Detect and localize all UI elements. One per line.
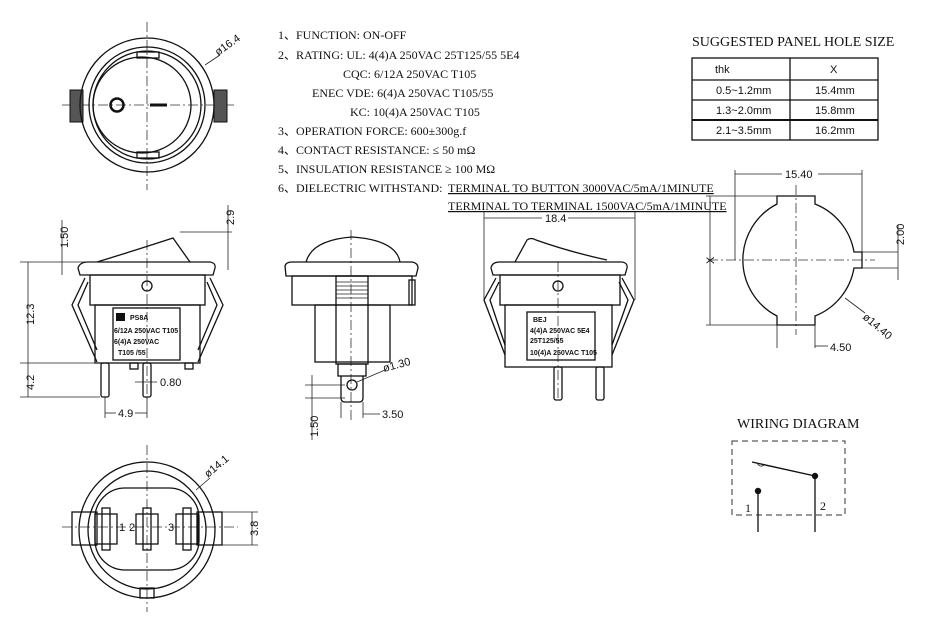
table-cell: 15.4mm — [815, 85, 855, 97]
front-dim-rocker: 2.9 — [225, 210, 237, 225]
rear-label-line3: 10(4)A 250VAC T105 — [530, 350, 597, 357]
rear-view: 18.4 BEJ 4(4)A 250VAC 5E4 25T125/55 10(4… — [483, 212, 636, 401]
bottom-view: 1 2 3 ø14.1 3.8 — [62, 445, 261, 612]
side-view: ø1.30 3.50 1.50 — [284, 230, 419, 440]
wiring-terminal-1: 1 — [745, 501, 751, 515]
spec-dielectric-label: 6、DIELECTRIC WITHSTAND: — [278, 181, 442, 195]
panel-hole-view: 15.40 X 2.00 ø14.40 4.50 — [705, 169, 907, 354]
front-label-line3: T105 /55 — [118, 350, 146, 357]
table-header-x: X — [830, 64, 838, 76]
hole-dim-notch-width: 4.50 — [830, 342, 851, 354]
front-label-brand: PS8A — [130, 315, 148, 322]
spec-dielectric-1: TERMINAL TO BUTTON 3000VAC/5mA/1MINUTE — [448, 181, 714, 195]
side-dim-terminal: 3.50 — [382, 409, 403, 421]
table-cell: 16.2mm — [815, 125, 855, 137]
table-cell: 15.8mm — [815, 105, 855, 117]
hole-dim-notch: 2.00 — [895, 224, 907, 245]
table-cell: 1.3~2.0mm — [716, 105, 771, 117]
wiring-title: WIRING DIAGRAM — [737, 417, 860, 432]
spec-rating-ul: 2、RATING: UL: 4(4)A 250VAC 25T125/55 5E4 — [278, 48, 519, 62]
spec-rating-kc: KC: 10(4)A 250VAC T105 — [350, 105, 480, 119]
specifications: 1、FUNCTION: ON-OFF 2、RATING: UL: 4(4)A 2… — [278, 28, 727, 213]
hole-dim-width: 15.40 — [785, 169, 813, 181]
rear-dim-width: 18.4 — [545, 213, 566, 225]
front-dim-height: 12.3 — [25, 304, 37, 325]
front-view: PS8A 6/12A 250VAC T105 6(4)A 250VAC T105… — [20, 205, 237, 420]
front-dim-pin-width: 0.80 — [160, 377, 181, 389]
rear-label-brand: BEJ — [533, 317, 547, 324]
terminal-label-2: 2 — [129, 522, 135, 534]
panel-hole-table: SUGGESTED PANEL HOLE SIZE thk X 0.5~1.2m… — [691, 35, 894, 141]
side-dim-offset: 1.50 — [309, 416, 321, 437]
wiring-diagram: WIRING DIAGRAM 1 2 — [731, 417, 860, 532]
rear-label-line1: 4(4)A 250VAC 5E4 — [530, 328, 590, 335]
wiring-terminal-2: 2 — [820, 499, 826, 513]
hole-dim-diameter: ø14.40 — [860, 311, 894, 342]
top-view: ø16.4 — [62, 22, 243, 190]
table-cell: 2.1~3.5mm — [716, 125, 771, 137]
front-label-logo-icon — [116, 313, 125, 321]
front-dim-pitch: 4.9 — [118, 408, 133, 420]
bottom-dim-diameter: ø14.1 — [202, 453, 231, 480]
bottom-dim-tab: 3.8 — [249, 521, 261, 536]
spec-dielectric-2: TERMINAL TO TERMINAL 1500VAC/5mA/1MINUTE — [448, 199, 727, 213]
hole-dim-x: X — [705, 256, 717, 264]
spec-operation-force: 3、OPERATION FORCE: 600±300g.f — [278, 124, 466, 138]
table-header-thk: thk — [715, 64, 730, 76]
front-label-line2: 6(4)A 250VAC — [114, 339, 159, 346]
panel-table-title: SUGGESTED PANEL HOLE SIZE — [692, 35, 894, 50]
terminal-label-3: 3 — [168, 522, 174, 534]
front-dim-pin: 4.2 — [25, 375, 37, 390]
spec-rating-enec: ENEC VDE: 6(4)A 250VAC T105/55 — [312, 86, 493, 100]
rear-label-line2: 25T125/55 — [530, 338, 564, 345]
off-symbol-icon — [109, 97, 125, 113]
spec-function: 1、FUNCTION: ON-OFF — [278, 28, 407, 42]
top-diameter-label: ø16.4 — [213, 32, 243, 58]
spec-rating-cqc: CQC: 6/12A 250VAC T105 — [343, 67, 476, 81]
front-label-line1: 6/12A 250VAC T105 — [114, 328, 178, 335]
side-dim-hole: ø1.30 — [382, 356, 412, 375]
front-dim-bezel: 1.50 — [59, 227, 71, 248]
terminal-label-1: 1 — [119, 522, 125, 534]
spec-insulation-resistance: 5、INSULATION RESISTANCE ≥ 100 MΩ — [278, 162, 495, 176]
spec-contact-resistance: 4、CONTACT RESISTANCE: ≤ 50 mΩ — [278, 143, 475, 157]
table-cell: 0.5~1.2mm — [716, 85, 771, 97]
